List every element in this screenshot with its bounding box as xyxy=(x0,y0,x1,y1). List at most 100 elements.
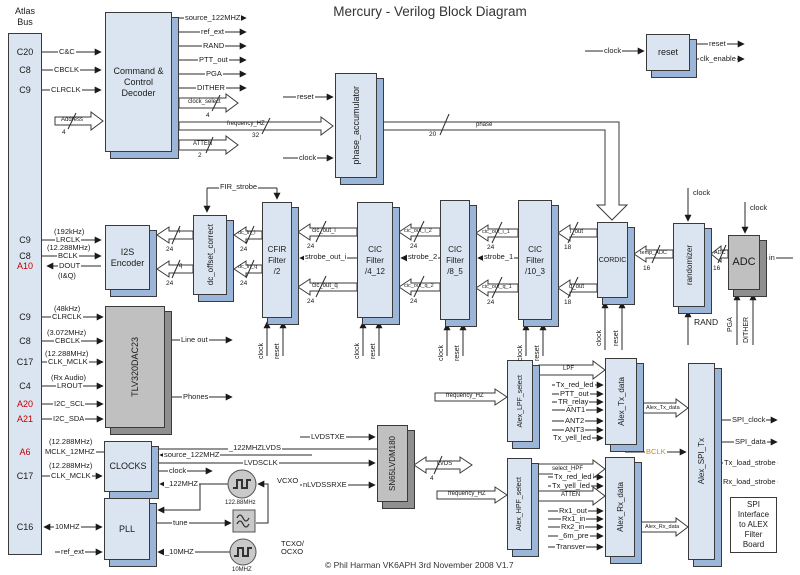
signal-label-transver: Transver xyxy=(555,542,587,551)
signal-label-10mhz-u: _10MHZ xyxy=(164,547,195,556)
signal-label-12288mhz-clk: (12.288MHz) xyxy=(48,437,94,446)
bus-width-24: 24 xyxy=(166,280,174,287)
bus-width-24: 24 xyxy=(240,280,248,287)
bus-label-temp-adc: temp_ADC xyxy=(640,250,667,256)
signal-label-reset-cic3: reset xyxy=(534,345,541,361)
bus-width-18: 18 xyxy=(564,299,572,306)
bus-width-24: 24 xyxy=(240,246,248,253)
bus-label-cic-out-q: cic_out_q xyxy=(312,283,338,289)
bus-width-20: 20 xyxy=(429,131,437,138)
signal-label-reset-cic2: reset xyxy=(454,345,461,361)
bus-label-lvds: LVDS xyxy=(437,461,453,467)
bus-width-24: 24 xyxy=(166,246,174,253)
signal-label-strobe-out-i: strobe_out_i xyxy=(304,252,348,261)
bus-width-16: 16 xyxy=(713,265,721,272)
bus-label-alex-tx-data: Alex_Tx_data xyxy=(646,405,680,411)
signal-label-clock-randomizer: clock xyxy=(693,188,711,197)
bus-label-select-hpf: select_HPF xyxy=(552,466,584,472)
bus-label-atten: ATTEN xyxy=(193,141,213,147)
bus-label-alex-rx-data: Alex_Rx_data xyxy=(645,524,680,530)
bus-label-atten2: ATTEN xyxy=(561,492,581,498)
signal-label-12288mhz-clk2: (12.288MHz) xyxy=(48,461,94,470)
bus-label-frequency-hz-lpf: frequency_HZ xyxy=(446,393,484,399)
signal-label-i2c-sda: I2C_SDA xyxy=(52,414,86,423)
signal-label-clock-in: clock xyxy=(298,153,318,162)
bus-label-frequency-hz: frequency_HZ xyxy=(227,121,265,127)
signal-label-spi-data: SPI_data xyxy=(734,437,767,446)
block-randomizer: randomizer xyxy=(673,223,705,307)
bus-width-24: 24 xyxy=(487,244,495,251)
signal-label-phones: Phones xyxy=(182,392,210,401)
atlas-pin: A21 xyxy=(16,414,33,424)
block-dc-offset-correct: dc_offset_correct xyxy=(193,215,227,295)
signal-label-ant2: ANT2 xyxy=(564,416,586,425)
bus-label-dc-in-i: dc_in_i xyxy=(238,230,256,236)
block-clocks: CLOCKS xyxy=(104,441,152,492)
bus-width-slashes xyxy=(67,94,727,475)
signal-label-ant3: ANT3 xyxy=(564,425,586,434)
atlas-pin: C8 xyxy=(19,336,31,346)
signal-label-ptt-out2: PTT_out xyxy=(559,389,590,398)
bus-label-adc: ADC xyxy=(714,250,726,256)
bus-label-cic-out-q-1: cic_out_q_1 xyxy=(482,284,512,290)
signal-label-10mhz: 10MHZ xyxy=(54,522,81,531)
bus-width-2: 2 xyxy=(198,152,202,159)
signal-label-6m-pre: _6m_pre xyxy=(558,531,590,540)
bus-label-dc-in-q: dc_in_q xyxy=(238,264,258,270)
bus-label-q: q xyxy=(179,263,183,269)
signal-label-clock-cic1: clock xyxy=(354,343,361,359)
signal-label-ref-ext: ref_ext xyxy=(200,27,225,36)
block-cic-filter-4-12: CIC Filter /4_12 xyxy=(357,202,393,318)
bus-width-4: 4 xyxy=(62,129,66,136)
atlas-pin: C9 xyxy=(19,85,31,95)
atlas-pin: C17 xyxy=(16,357,34,367)
signal-label-mclk-12mhz: MCLK_12MHZ xyxy=(44,447,96,456)
signal-label-rx1-in: Rx1_in xyxy=(561,514,587,523)
bus-width-32: 32 xyxy=(252,132,260,139)
block-alex-spi-tx: Alex_SPI_Tx xyxy=(688,363,715,560)
signal-label-reset-out: reset xyxy=(708,39,727,48)
bus-label-address: Address xyxy=(61,117,84,123)
signal-label-122mhzlvds: _122MHZLVDS xyxy=(228,443,282,452)
tcxo-label: TCXO/ OCXO xyxy=(281,539,304,556)
tcxo-freq-label: 10MHZ xyxy=(232,567,252,573)
atlas-pin: C20 xyxy=(16,47,34,57)
atlas-pin: C16 xyxy=(16,522,34,532)
signal-label-122mhz: _122MHZ xyxy=(164,479,199,488)
bus-label-lpf: LPF xyxy=(563,366,575,372)
block-phase-accumulator: phase_accumulator xyxy=(335,73,377,178)
bus-width-24: 24 xyxy=(307,243,315,250)
block-cordic: CORDIC xyxy=(597,222,628,298)
bus-width-18: 18 xyxy=(564,244,572,251)
atlas-pin: A6 xyxy=(19,447,31,457)
signal-label-fir-strobe: FIR_strobe xyxy=(219,182,259,191)
signal-label-tx-yell-led2: Tx_yell_led xyxy=(551,481,591,490)
atlas-pin: A20 xyxy=(16,399,33,409)
signal-label-tx-load-strobe: Tx_load_strobe xyxy=(723,458,777,467)
signal-label-cbclk: CBCLK xyxy=(53,65,81,74)
signal-label-tr-relay: TR_relay xyxy=(557,397,590,406)
atlas-bus-label: Atlas Bus xyxy=(14,6,35,27)
signal-label-nlvdssrxe: nLVDSSRXE xyxy=(302,480,348,489)
signal-label-clock-cfir: clock xyxy=(258,343,265,359)
signal-label-rand-bottom: RAND xyxy=(694,317,719,327)
signal-label-reset-cic1: reset xyxy=(370,343,377,359)
oscillators xyxy=(227,469,257,566)
signal-label-tx-red-led2: Tx_red_led xyxy=(553,472,593,481)
bus-label-i-out: i_out xyxy=(570,229,584,235)
block-alex-hpf-select: Alex_HPF_select xyxy=(507,458,532,550)
block-i2s-encoder: I2S Encoder xyxy=(105,225,150,290)
signal-label-clock-cic3: clock xyxy=(517,345,524,361)
signal-label-strobe-1: strobe_1 xyxy=(483,252,515,261)
signal-label-iq: (I&Q) xyxy=(57,271,77,280)
signal-label-clock-cic2: clock xyxy=(438,345,445,361)
block-cic-filter-10-3: CIC Filter /10_3 xyxy=(518,200,552,320)
signal-label-clrclk: CLRCLK xyxy=(50,85,82,94)
copyright-text: © Phil Harman VK6APH 3rd November 2008 V… xyxy=(325,560,514,570)
signal-label-rand: RAND xyxy=(202,41,226,50)
signal-label-in: in xyxy=(768,253,776,262)
block-reset: reset xyxy=(646,34,690,71)
bus-label-cic-out-i: cic_out_i xyxy=(312,228,336,234)
